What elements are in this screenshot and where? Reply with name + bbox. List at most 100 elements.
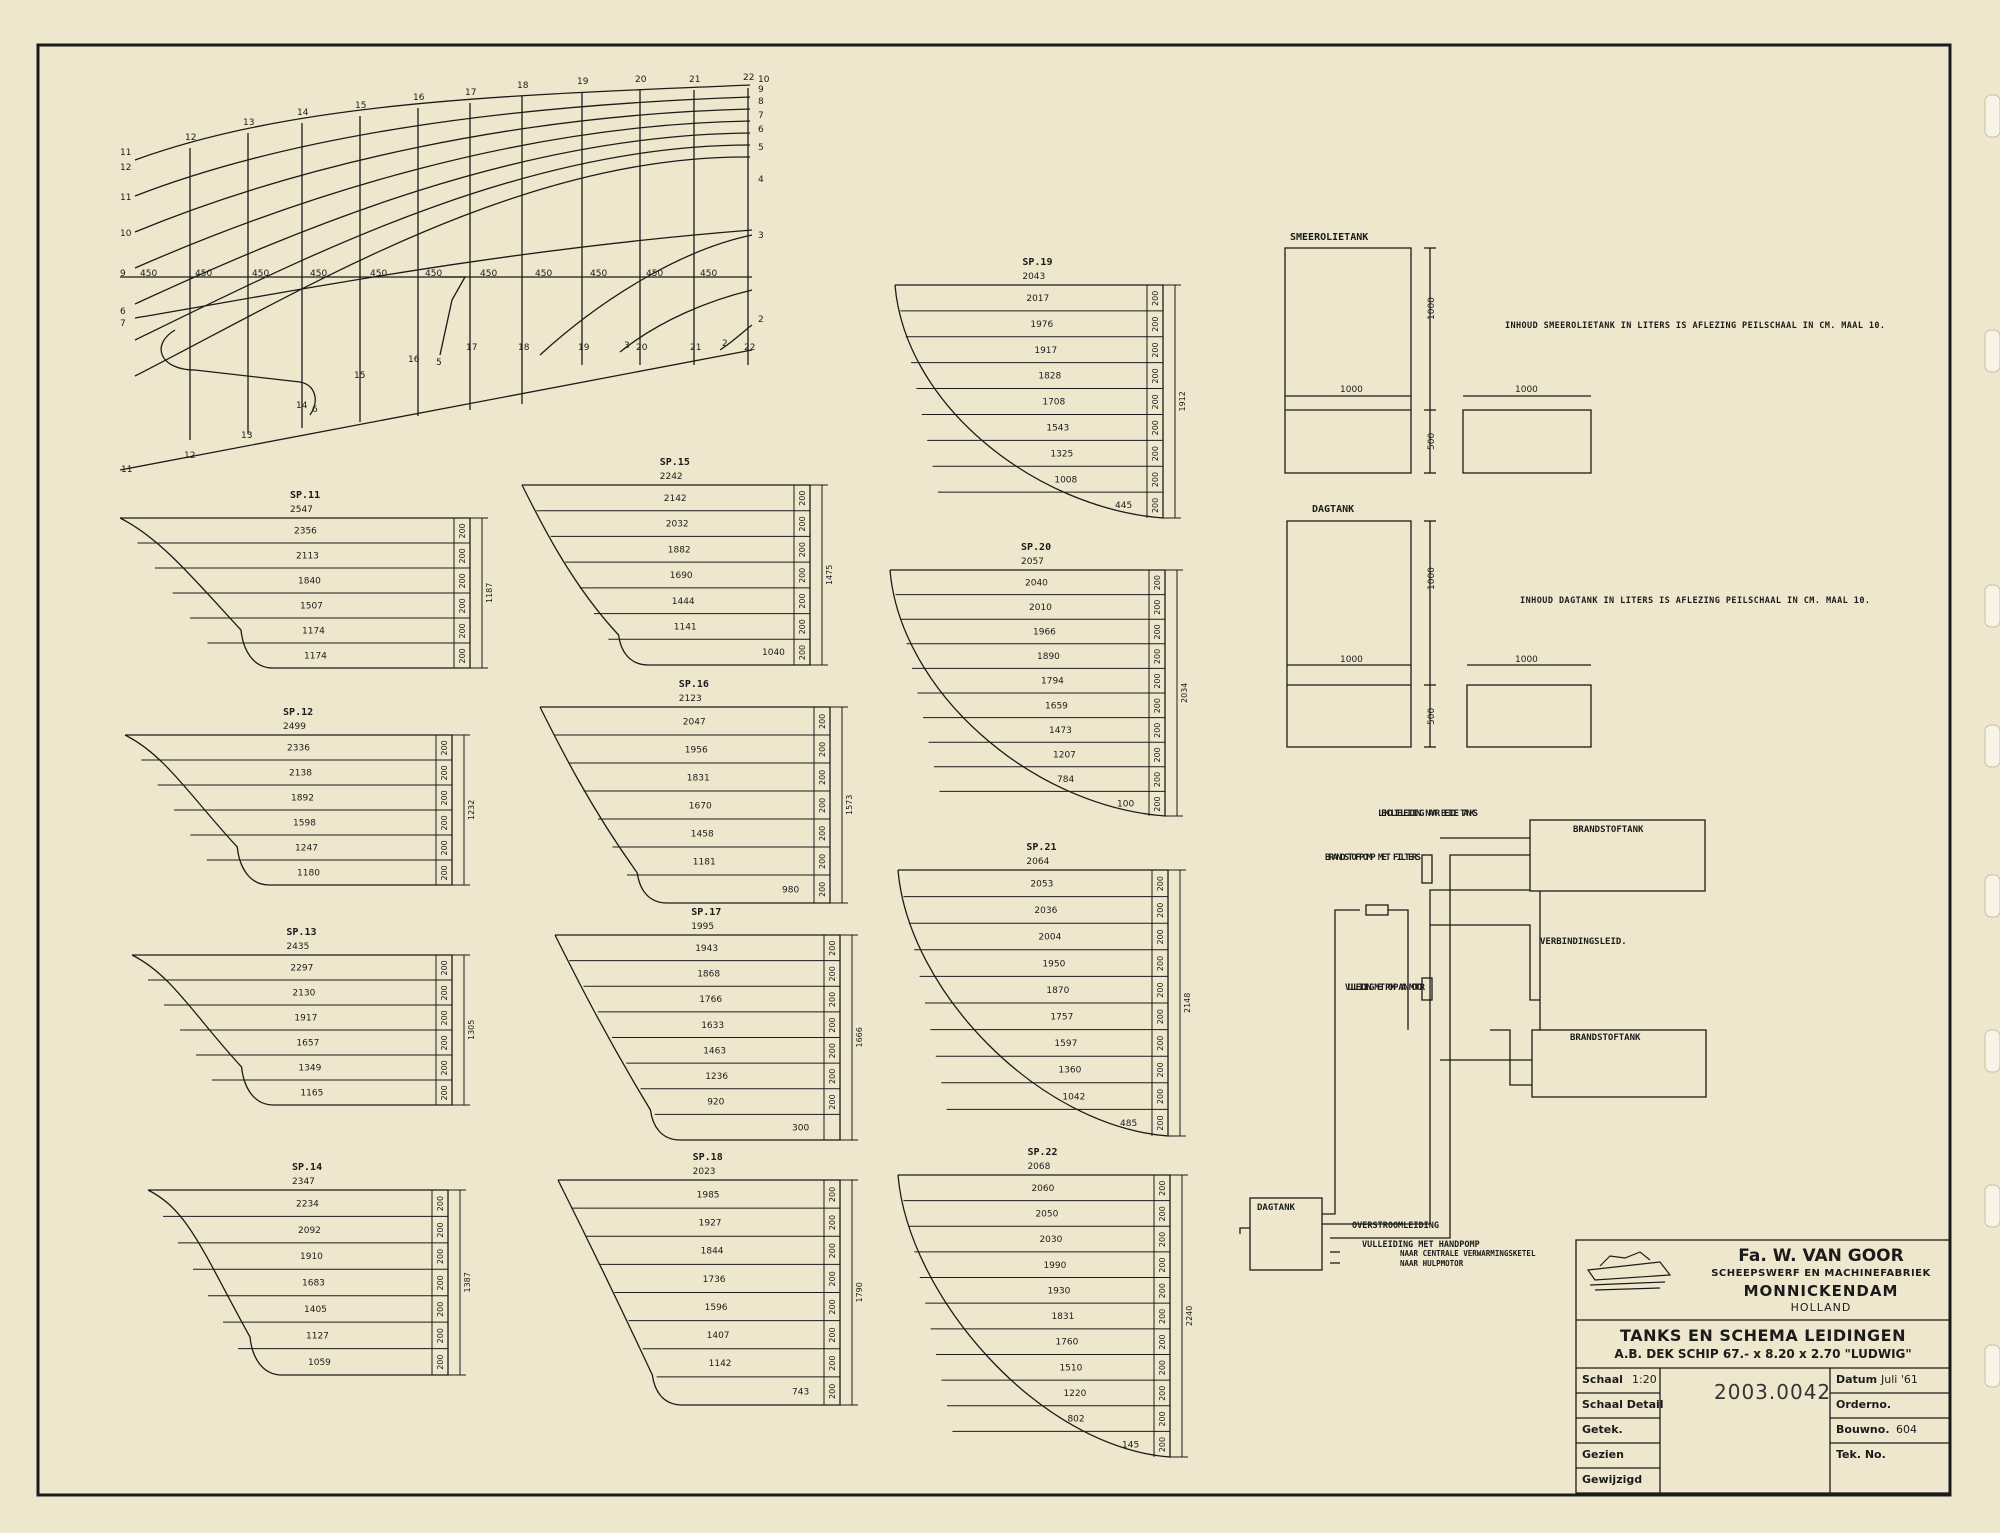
section-dim-value: 200 [458,548,467,563]
bouwno-value: 604 [1896,1423,1917,1436]
waterline-right-label: 8 [758,97,764,107]
section-dim-value: 200 [818,882,827,897]
section-row-value: 1207 [1053,750,1076,760]
section-row-value: 1360 [1058,1066,1081,1076]
frame-top-label: 13 [243,118,254,128]
dagtank-height: 1000 [1427,567,1437,590]
section-dim-value: 200 [440,985,449,1000]
spacing-label: 450 [370,269,387,279]
section-total-value: 2240 [1185,1306,1194,1326]
section-dim-value: 200 [818,826,827,841]
frame-bottom-label: 14 [296,401,308,411]
section-dim-value: 200 [1158,1309,1167,1324]
schaal-detail-label: Schaal Detail [1582,1398,1664,1411]
frame-top-label: 17 [465,88,476,98]
section-sp-16: SP.1621232047195618311670145811819802002… [539,679,854,904]
section-dim-value: 200 [828,1017,837,1032]
section-row-value: 1458 [691,829,714,839]
section-dim-value: 200 [1151,317,1160,332]
section-dim-value: 200 [436,1302,445,1317]
section-total-value: 1666 [855,1027,864,1047]
tekno-label: Tek. No. [1836,1448,1886,1461]
section-dim-value: 200 [440,765,449,780]
section-dim-value: 200 [1158,1437,1167,1452]
spacing-label: 450 [700,269,717,279]
section-row-value: 1220 [1063,1389,1086,1399]
body-plan-inner-label: 6 [312,405,318,415]
section-dim-value: 200 [1153,698,1162,713]
section-dim-value: 200 [1153,673,1162,688]
section-title: SP.21 [1026,842,1056,853]
section-row-value: 2040 [1025,578,1048,588]
frame-bottom-label: 12 [184,451,195,461]
section-row-value: 1708 [1042,398,1065,408]
section-row-value: 2356 [294,527,317,537]
section-row-value: 2010 [1029,603,1052,613]
waterline-right-label: 4 [758,175,764,185]
section-title: SP.12 [283,707,313,718]
getek-label: Getek. [1582,1423,1623,1436]
section-dim-value: 200 [1158,1386,1167,1401]
section-dim-value: 200 [818,770,827,785]
section-row-value: 1247 [295,844,318,854]
section-dim-value: 200 [458,523,467,538]
section-row-value: 2050 [1035,1210,1058,1220]
spacing-label: 450 [195,269,212,279]
section-row-value: 1736 [703,1275,726,1285]
waterline-right-label: 9 [758,85,764,95]
section-row-value: 1670 [689,801,712,811]
section-dim-value: 200 [828,1327,837,1342]
section-dim-value: 200 [828,1069,837,1084]
section-row-value: 1510 [1059,1363,1082,1373]
section-title: SP.11 [290,490,320,501]
datum-label: Datum [1836,1373,1878,1386]
smeerolietank-title: SMEEROLIETANK [1290,232,1368,243]
brandstoftank-upper-label: BRANDSTOFTANK [1573,825,1644,835]
section-row-value: 1930 [1047,1286,1070,1296]
section-dim-value: 200 [1151,368,1160,383]
section-title: SP.19 [1022,257,1052,268]
spacing-label: 450 [646,269,663,279]
section-title: SP.22 [1027,1147,1057,1158]
waterline-left-label: 11 [120,193,131,203]
section-dim-value: 200 [1151,394,1160,409]
hulpmotor-label: NAAR HULPMOTOR [1400,1259,1464,1268]
section-dim-value: 200 [1153,723,1162,738]
section-row-value: 1059 [308,1358,331,1368]
waterline-left-label: 7 [120,319,126,329]
section-dim-value: 200 [1158,1232,1167,1247]
section-row-value: 1917 [294,1014,317,1024]
section-dim-value: 200 [1151,420,1160,435]
section-row-value: 1181 [693,857,716,867]
frame-bottom-label: 17 [466,343,477,353]
section-dim-value: 200 [1151,472,1160,487]
section-row-value: 1927 [699,1219,722,1229]
section-top-value: 1995 [691,922,714,932]
section-dim-value: 200 [1156,1009,1165,1024]
waterline-right-label: 2 [758,315,764,325]
fuel-pipe-schema [1239,819,1707,1271]
frame-top-label: 18 [517,81,529,91]
section-row-value: 1008 [1054,475,1077,485]
drawing-title: TANKS EN SCHEMA LEIDINGEN [1620,1326,1906,1345]
section-dim-value: 200 [440,1085,449,1100]
section-row-value: 1757 [1050,1012,1073,1022]
frame-bottom-label: 18 [518,343,530,353]
section-row-value: 2130 [292,989,315,999]
section-dim-value: 200 [1151,342,1160,357]
section-total-value: 1187 [485,583,494,603]
section-row-value: 743 [792,1387,809,1397]
vulleiding-pomp-label: VULLEIDING MET POMP AAN MOTOR [1345,983,1426,993]
section-row-value: 1349 [298,1064,321,1074]
frame-bottom-label: 19 [578,343,590,353]
gezien-label: Gezien [1582,1448,1624,1461]
dagtank-side [1286,520,1412,748]
section-row-value: 1985 [697,1190,720,1200]
section-dim-value: 200 [1158,1206,1167,1221]
section-dim-value: 200 [798,516,807,531]
section-dim-value: 200 [828,1299,837,1314]
section-total-value: 2148 [1183,993,1192,1013]
section-dim-value: 200 [458,648,467,663]
section-dim-value: 200 [1156,1036,1165,1051]
